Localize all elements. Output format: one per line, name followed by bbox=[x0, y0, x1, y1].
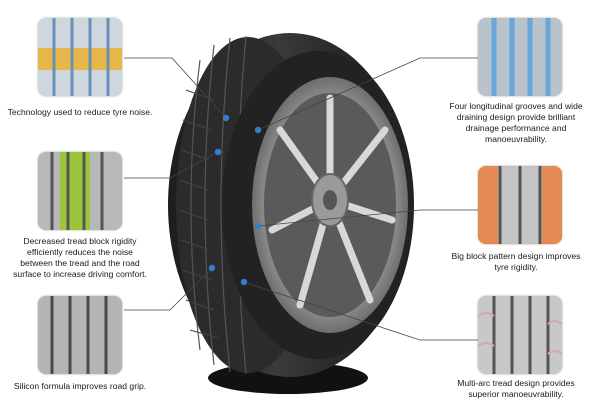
block-caption: Big block pattern design improves tyre r… bbox=[451, 251, 581, 272]
rigidity-tread-thumbnail bbox=[38, 152, 122, 230]
multiarc-caption: Multi-arc tread design provides superior… bbox=[457, 378, 575, 399]
noise-tread-thumbnail bbox=[38, 18, 122, 96]
feature-markers bbox=[208, 114, 262, 286]
connector-lines bbox=[124, 57, 478, 341]
grooves-caption: Four longitudinal grooves and wide drain… bbox=[449, 101, 583, 144]
noise-caption: Technology used to reduce tyre noise. bbox=[7, 107, 153, 117]
block-tread-thumbnail bbox=[478, 166, 562, 244]
multiarc-tread-thumbnail bbox=[478, 296, 562, 374]
rigidity-caption: Decreased tread block rigidity efficient… bbox=[13, 236, 147, 279]
rim bbox=[252, 77, 408, 333]
grooves-tread-thumbnail bbox=[478, 18, 562, 96]
silicon-tread-thumbnail bbox=[38, 296, 122, 374]
silicon-caption: Silicon formula improves road grip. bbox=[13, 381, 147, 391]
